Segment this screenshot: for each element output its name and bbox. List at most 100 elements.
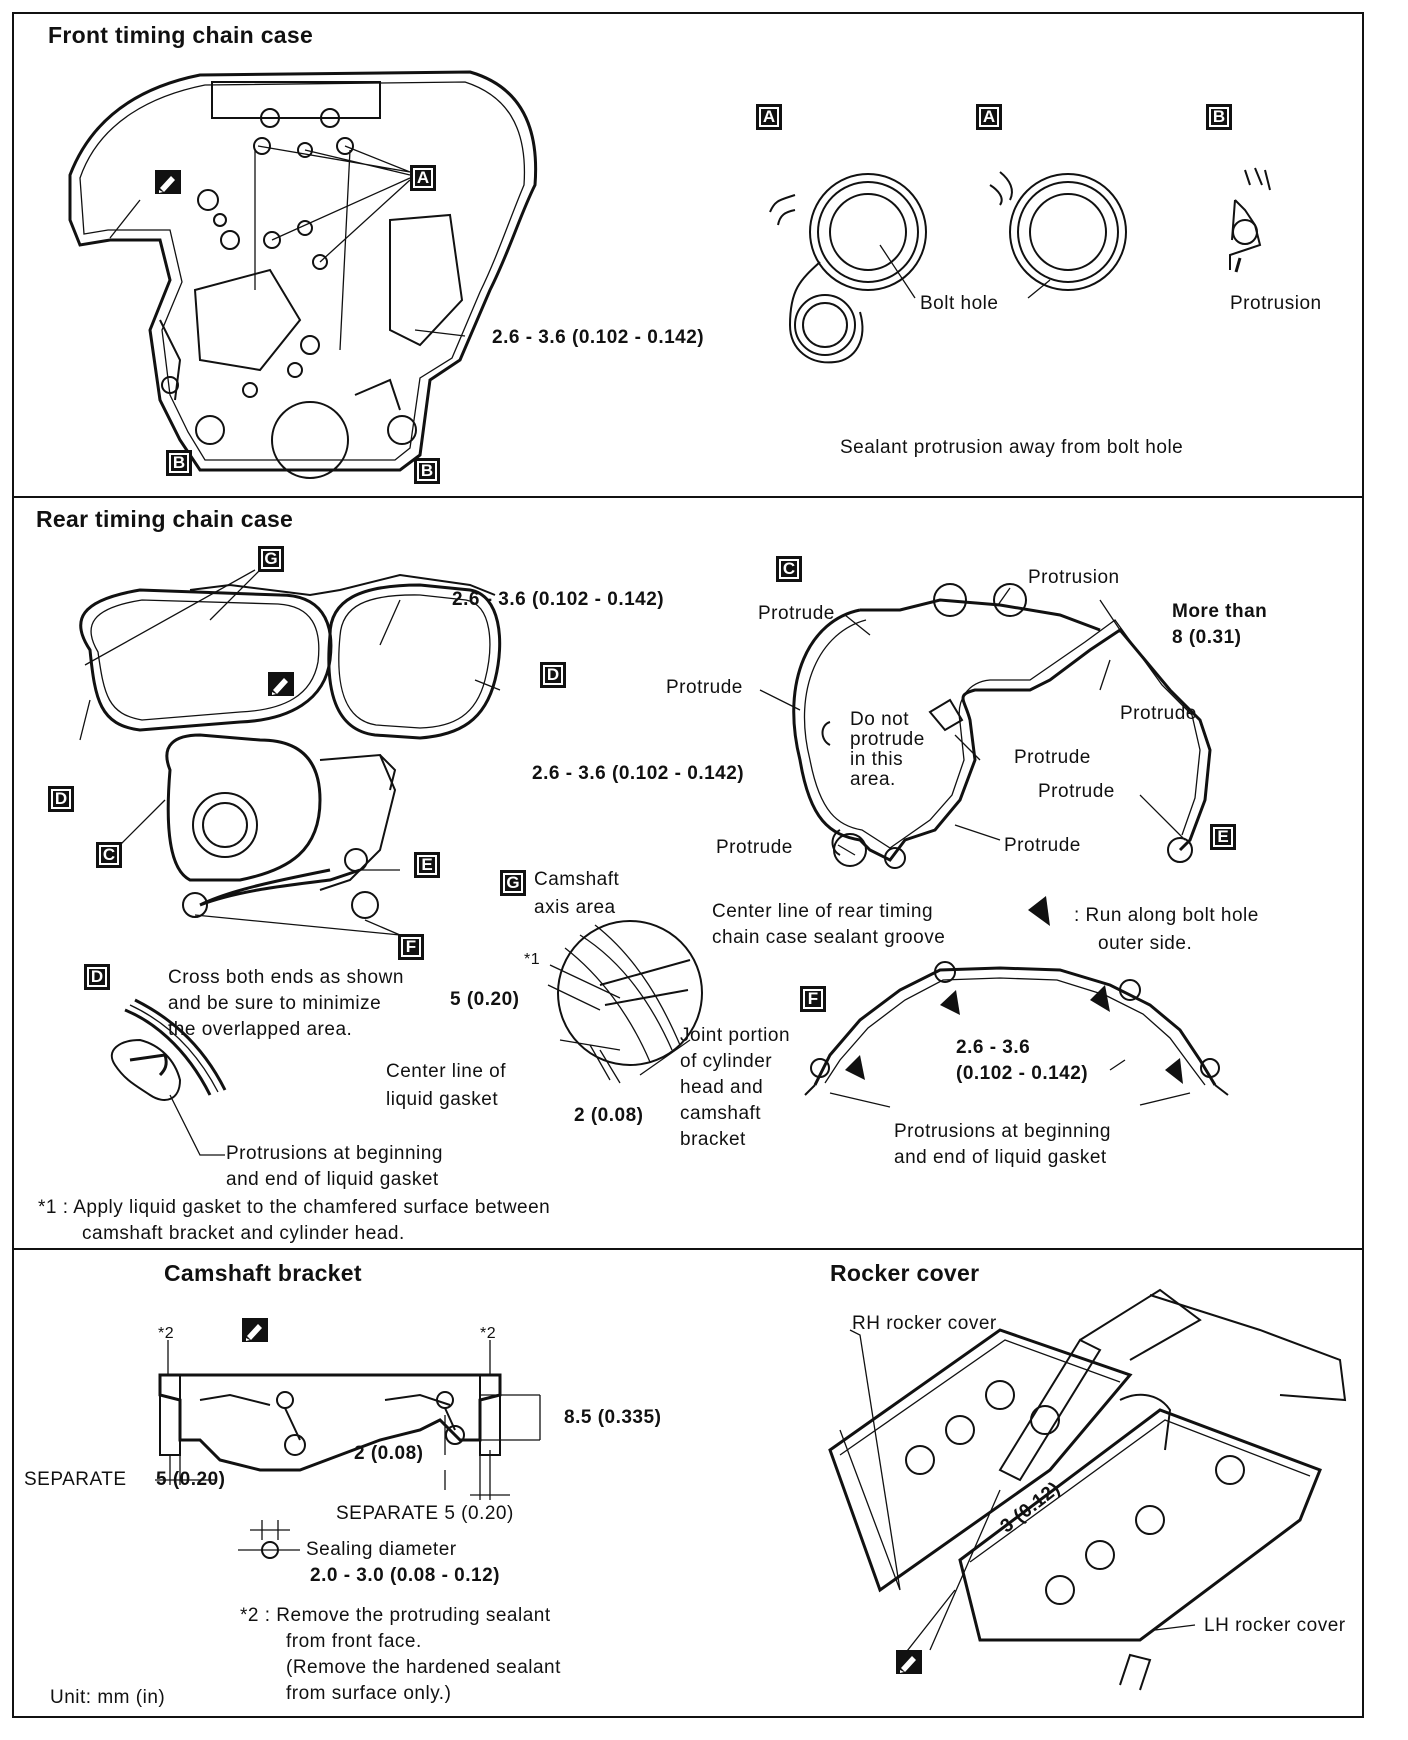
callout-e-badge: E <box>414 852 440 878</box>
front-section-title: Front timing chain case <box>48 22 314 48</box>
detail-f-bead-1: 2.6 - 3.6 <box>956 1037 1031 1058</box>
detail-d-prot-1: Protrusions at beginning <box>226 1143 443 1164</box>
diagram-frame <box>12 12 1364 1718</box>
liquid-gasket-icon <box>155 170 181 194</box>
callout-c-badge: C <box>96 842 122 868</box>
detail-c-protrude-7: Protrude <box>1004 835 1081 856</box>
unit-label: Unit: mm (in) <box>50 1687 166 1708</box>
detail-d-text-2: and be sure to minimize <box>168 993 382 1014</box>
detail-g-dim-5: 5 (0.20) <box>450 989 520 1010</box>
rear-case-drawing <box>79 569 502 936</box>
detail-g-title-1: Camshaft <box>534 869 620 890</box>
detail-g-ref: *1 <box>524 951 541 968</box>
camshaft-section-title: Camshaft bracket <box>164 1260 362 1286</box>
callout-a-badge: A <box>410 165 436 191</box>
detail-c-do-not-3: in this <box>850 749 904 770</box>
run-along-arrow-icon <box>1028 896 1050 926</box>
camshaft-dim-2: 2 (0.08) <box>354 1443 424 1464</box>
front-note: Sealant protrusion away from bolt hole <box>840 437 1184 458</box>
camshaft-ref-2-left: *2 <box>158 1325 175 1342</box>
detail-c-protrude-6: Protrude <box>716 837 793 858</box>
rear-detail-g-drawing <box>547 920 703 1084</box>
detail-g-dim-2: 2 (0.08) <box>574 1105 644 1126</box>
detail-f-badge: F <box>800 986 826 1012</box>
detail-f-prot-2: and end of liquid gasket <box>894 1147 1107 1168</box>
detail-g-center-liq-1: Center line of <box>386 1061 507 1082</box>
protrusion-label: Protrusion <box>1230 293 1322 314</box>
rocker-cover-drawing <box>828 1288 1347 1691</box>
rear-bead-size: 2.6 - 3.6 (0.102 - 0.142) <box>452 589 665 610</box>
camshaft-dim-85: 8.5 (0.335) <box>564 1407 662 1428</box>
rear-detail-f-drawing <box>804 961 1229 1108</box>
detail-g-center-rear-2: chain case sealant groove <box>712 927 946 948</box>
detail-d-prot-2: and end of liquid gasket <box>226 1169 439 1190</box>
detail-d-badge: D <box>84 964 110 990</box>
footnote-1-line-2: camshaft bracket and cylinder head. <box>82 1223 405 1244</box>
rear-detail-c-drawing <box>759 583 1212 869</box>
arrow-legend-1: : Run along bolt hole <box>1074 905 1259 926</box>
camshaft-ref-2-right: *2 <box>480 1325 497 1342</box>
section-divider-2 <box>12 1248 1364 1250</box>
callout-b-badge-right: B <box>414 458 440 484</box>
liquid-gasket-icon-rear <box>268 672 294 696</box>
detail-c-bead: 2.6 - 3.6 (0.102 - 0.142) <box>532 763 745 784</box>
camshaft-note-4: from surface only.) <box>286 1683 452 1704</box>
rear-section-title: Rear timing chain case <box>36 506 294 532</box>
detail-c-e-badge: E <box>1210 824 1236 850</box>
detail-d-text-1: Cross both ends as shown <box>168 967 404 988</box>
detail-c-protrude-4: Protrude <box>1014 747 1091 768</box>
footnote-1-line-1: *1 : Apply liquid gasket to the chamfere… <box>38 1197 551 1218</box>
front-bead-size: 2.6 - 3.6 (0.102 - 0.142) <box>492 327 705 348</box>
callout-f-badge: F <box>398 934 424 960</box>
detail-f-bead-2: (0.102 - 0.142) <box>956 1063 1089 1084</box>
camshaft-dim-5-left: 5 (0.20) <box>156 1469 226 1490</box>
detail-f-prot-1: Protrusions at beginning <box>894 1121 1111 1142</box>
front-detail-drawings <box>769 167 1271 364</box>
callout-d-badge-right: D <box>540 662 566 688</box>
lh-rocker-cover-label: LH rocker cover <box>1204 1615 1346 1636</box>
detail-c-more-than-1: More than <box>1172 601 1268 622</box>
detail-g-center-liq-2: liquid gasket <box>386 1089 499 1110</box>
camshaft-bracket-drawing <box>155 1340 541 1559</box>
rocker-section-title: Rocker cover <box>830 1260 980 1286</box>
rear-detail-d-drawing <box>110 998 227 1156</box>
camshaft-note-1: *2 : Remove the protruding sealant <box>240 1605 551 1626</box>
rh-rocker-cover-label: RH rocker cover <box>852 1313 997 1334</box>
detail-g-joint-5: bracket <box>680 1129 746 1150</box>
camshaft-note-2: from front face. <box>286 1631 422 1652</box>
detail-c-badge: C <box>776 556 802 582</box>
detail-c-protrude-3: Protrude <box>1120 703 1197 724</box>
detail-c-protrude-5: Protrude <box>1038 781 1115 802</box>
section-divider-1 <box>12 496 1364 498</box>
detail-d-text-3: the overlapped area. <box>168 1019 353 1040</box>
detail-g-joint-4: camshaft <box>680 1103 762 1124</box>
sealing-diameter-label: Sealing diameter <box>306 1539 457 1560</box>
detail-g-title-2: axis area <box>534 897 616 918</box>
detail-g-badge: G <box>500 870 526 896</box>
detail-a-badge-1: A <box>756 104 782 130</box>
callout-g-badge: G <box>258 546 284 572</box>
detail-c-do-not-1: Do not <box>850 709 909 730</box>
detail-c-protrude-1: Protrude <box>758 603 835 624</box>
front-case-drawing <box>68 70 538 479</box>
callout-d-badge-left: D <box>48 786 74 812</box>
arrow-legend-2: outer side. <box>1098 933 1193 954</box>
detail-c-protrusion: Protrusion <box>1028 567 1120 588</box>
detail-g-joint-1: Joint portion <box>680 1025 791 1046</box>
liquid-gasket-icon-camshaft <box>242 1318 268 1342</box>
camshaft-separate-left: SEPARATE <box>24 1469 127 1490</box>
detail-c-do-not-4: area. <box>850 769 896 790</box>
detail-c-more-than-2: 8 (0.31) <box>1172 627 1242 648</box>
bolt-hole-label: Bolt hole <box>920 293 999 314</box>
detail-a-badge-2: A <box>976 104 1002 130</box>
detail-g-joint-2: of cylinder <box>680 1051 773 1072</box>
detail-b-badge: B <box>1206 104 1232 130</box>
liquid-gasket-icon-rocker <box>896 1650 922 1674</box>
detail-g-center-rear-1: Center line of rear timing <box>712 901 934 922</box>
sealing-diameter-value: 2.0 - 3.0 (0.08 - 0.12) <box>310 1565 500 1586</box>
detail-c-do-not-2: protrude <box>850 729 925 750</box>
camshaft-separate-right: SEPARATE 5 (0.20) <box>336 1503 514 1524</box>
callout-b-badge-left: B <box>166 450 192 476</box>
detail-c-protrude-2: Protrude <box>666 677 743 698</box>
